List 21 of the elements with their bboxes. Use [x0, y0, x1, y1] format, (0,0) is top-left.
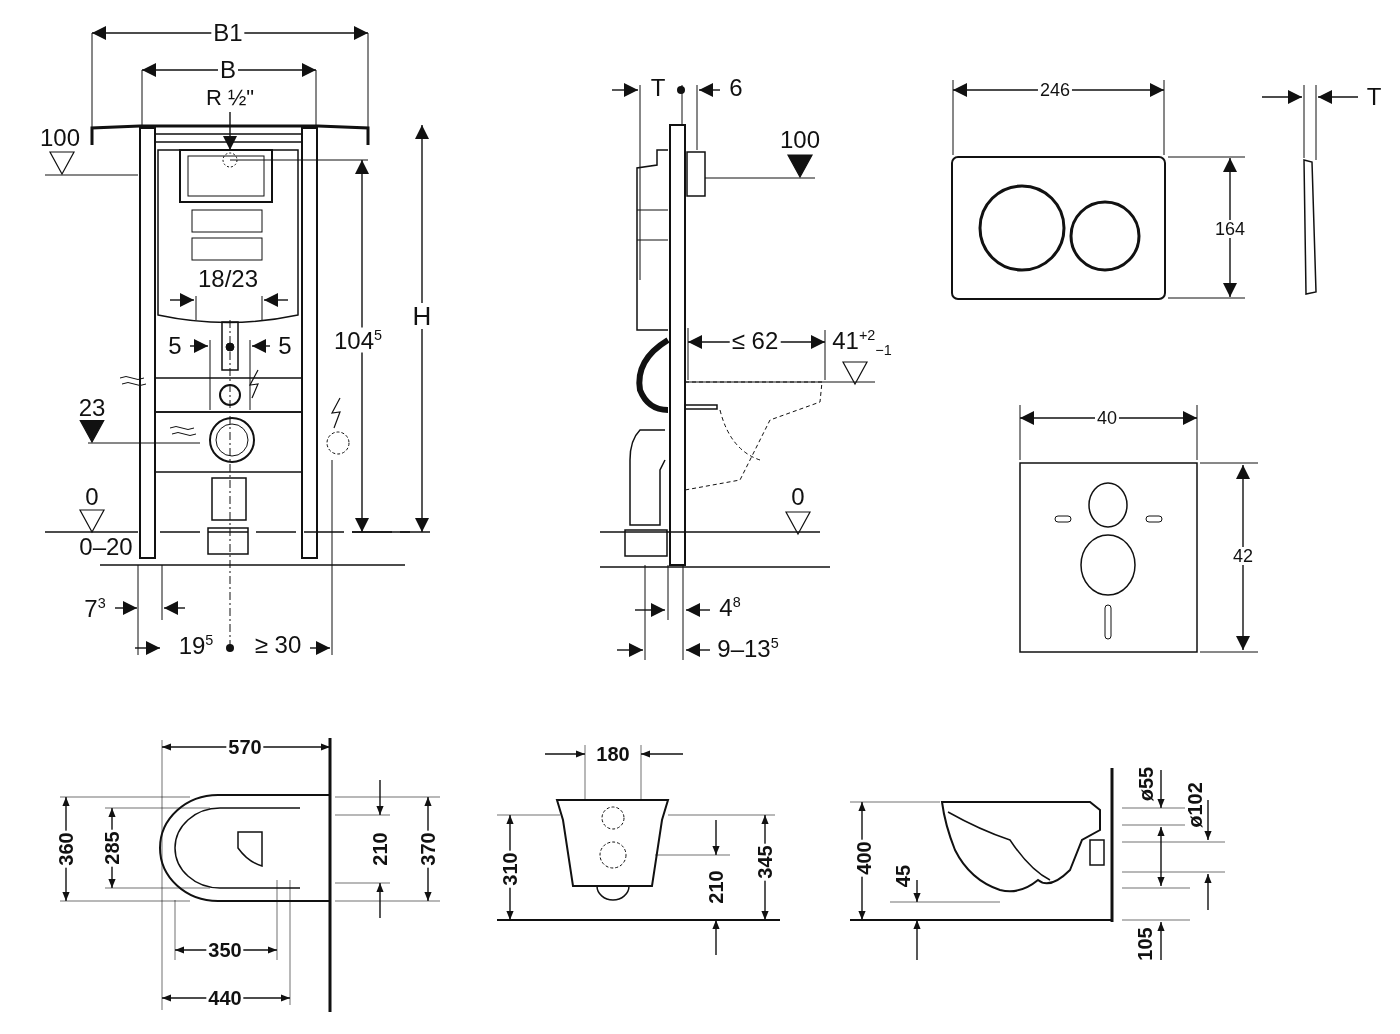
dimension-label: 360	[56, 830, 76, 868]
dimension-label: 40	[1095, 409, 1119, 427]
dimension-label: 370	[418, 830, 438, 868]
dimension-label: 42	[1231, 547, 1255, 565]
dimension-label: 105	[1135, 925, 1155, 963]
level-label: 23	[76, 396, 108, 420]
dimension-label: 246	[1038, 81, 1072, 99]
dimension-label: 570	[226, 737, 264, 757]
dimension-label: ø55	[1136, 764, 1156, 804]
dimension-label: 350	[206, 940, 244, 960]
dimension-label: 180	[594, 744, 632, 764]
dimension-label: 345	[755, 843, 775, 881]
dimension-label: 285	[102, 829, 122, 867]
dimension-label: 164	[1213, 220, 1247, 238]
dimension-label: 440	[206, 988, 244, 1008]
dimension-label: ø102	[1185, 780, 1205, 830]
dimension-label: 210	[706, 868, 726, 906]
dimension-label: 45	[893, 862, 913, 890]
dimension-label: 210	[370, 830, 390, 868]
dimension-label: 400	[854, 839, 874, 877]
dimension-label: 310	[500, 850, 520, 888]
